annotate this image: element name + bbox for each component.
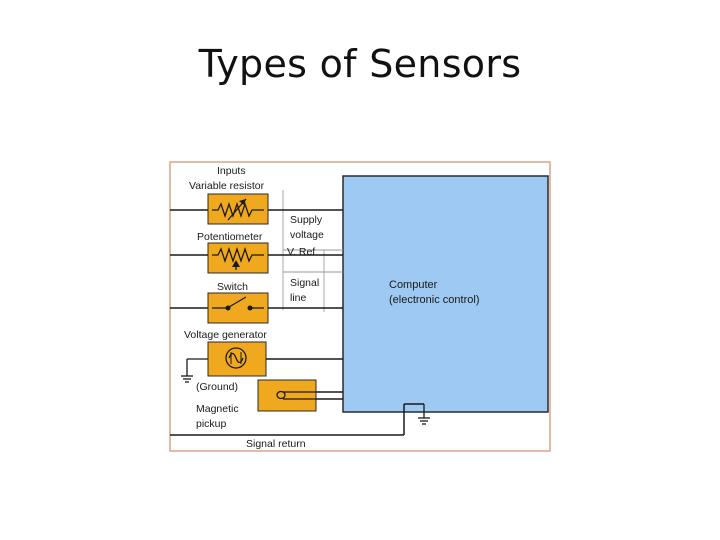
ac-generator-icon [225,347,247,369]
potentiometer-icon [212,246,264,270]
voltage-generator-label: Voltage generator [184,329,267,341]
switch-label: Switch [217,281,248,293]
coil-icon [276,390,316,400]
inputs-label: Inputs [217,165,246,177]
switch-icon [212,296,264,311]
supply-voltage-label-line2: voltage [290,229,324,241]
magnetic-pickup-box [257,379,317,412]
v-ref-label: V. Ref [287,246,315,258]
variable-resistor-label: Variable resistor [189,180,265,192]
computer-label-line1: Computer [389,279,438,291]
magnetic-pickup-label-line2: pickup [196,418,227,430]
ground-icon [181,358,208,383]
computer-ground-icon [418,404,430,425]
potentiometer-label: Potentiometer [197,231,263,243]
slide-title: Types of Sensors [198,42,522,86]
supply-voltage-label-line1: Supply [290,214,323,226]
ground-label: (Ground) [196,381,238,393]
signal-line-label-line1: Signal [290,277,319,289]
signal-return-label: Signal return [246,438,306,450]
computer-block [342,175,549,413]
variable-resistor-icon [212,198,264,221]
magnetic-pickup-label-line1: Magnetic [196,403,239,415]
signal-line-label-line2: line [290,292,307,304]
computer-label-line2: (electronic control) [389,294,479,306]
potentiometer-box [207,242,269,274]
